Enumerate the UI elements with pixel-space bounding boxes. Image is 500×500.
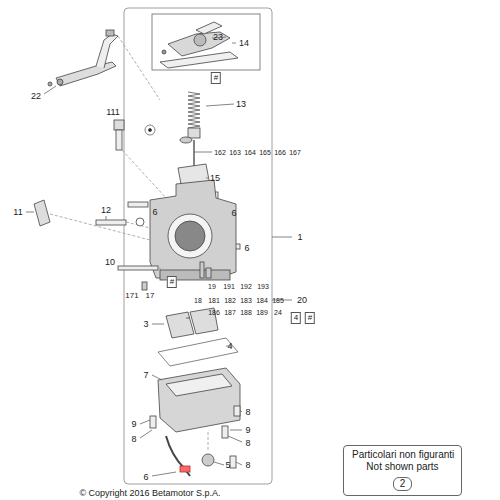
- callout-number: 193: [257, 283, 269, 290]
- spring: [188, 92, 200, 128]
- air-screw: [96, 218, 150, 228]
- callout-number: 163: [229, 149, 241, 156]
- callout-number: 191: [223, 283, 235, 290]
- callout-number: 6: [231, 209, 236, 218]
- box-text: Particolari non figuranti: [352, 449, 453, 461]
- callout-number: 8: [245, 439, 250, 448]
- callout-number: 187: [224, 309, 236, 316]
- callout-number: 4: [227, 342, 232, 351]
- callout-number: 13: [236, 100, 246, 109]
- callout-number: 11: [13, 208, 22, 217]
- callout-number: 7: [143, 371, 148, 380]
- callout-number: 15: [210, 174, 220, 183]
- callout-number: 23: [213, 33, 223, 42]
- callout-number: 8: [131, 435, 136, 444]
- screw: [118, 266, 158, 270]
- callout-number: #: [305, 312, 315, 324]
- callout-number: 184: [256, 297, 268, 304]
- callout-number: 12: [101, 206, 111, 215]
- choke: [34, 200, 50, 226]
- callout-number: 3: [143, 320, 148, 329]
- callout-number: #: [167, 276, 177, 288]
- float-bowl: [158, 368, 240, 432]
- callout-number: 19: [208, 283, 216, 290]
- box-text: Not shown parts: [352, 461, 453, 473]
- callout-number: 6: [244, 244, 249, 253]
- callout-number: 167: [289, 149, 301, 156]
- callout-number: 182: [224, 297, 236, 304]
- callout-number: 18: [194, 297, 202, 304]
- callout-number: 192: [240, 283, 252, 290]
- carburetor-body: [150, 180, 236, 280]
- callout-number: 166: [274, 149, 286, 156]
- callout-number: 22: [31, 92, 41, 101]
- callout-number: 6: [152, 208, 157, 217]
- callout-number: 5: [225, 461, 230, 470]
- idle-screw: [114, 120, 124, 150]
- callout-number: 165: [259, 149, 271, 156]
- cap-box: [152, 14, 260, 70]
- hose: [166, 436, 190, 476]
- callout-number: 181: [208, 297, 220, 304]
- bowl-screws: [150, 406, 240, 468]
- callout-number: 162: [214, 149, 226, 156]
- drain-plug: [202, 454, 214, 466]
- quantity-box: 2: [393, 477, 413, 491]
- callout-number: 171: [125, 292, 138, 300]
- callout-number: 20: [297, 296, 307, 305]
- cable-bracket: [48, 30, 118, 86]
- callout-number: 9: [131, 420, 136, 429]
- callout-number: 164: [244, 149, 256, 156]
- callout-number: 17: [146, 292, 155, 300]
- callout-number: 4: [291, 312, 301, 324]
- callout-number: 183: [240, 297, 252, 304]
- callout-number: 1: [297, 233, 302, 242]
- callout-number: 8: [245, 461, 250, 470]
- callout-number: 185: [272, 297, 284, 304]
- copyright-note: © Copyright 2016 Betamotor S.p.A.: [79, 489, 220, 498]
- callout-number: 188: [240, 309, 252, 316]
- box-text: 2: [400, 478, 406, 490]
- not-shown-parts-box: Particolari non figurantiNot shown parts…: [343, 445, 462, 496]
- callout-number: 14: [239, 39, 249, 48]
- callout-number: 6: [143, 473, 148, 482]
- callout-number: 186: [208, 309, 220, 316]
- callout-number: 24: [274, 309, 282, 316]
- callout-number: #: [211, 72, 221, 84]
- callout-number: 111: [106, 108, 120, 117]
- callout-number: 189: [256, 309, 268, 316]
- callout-number: 8: [245, 408, 250, 417]
- top-cap: [160, 22, 238, 68]
- callout-number: 9: [245, 426, 250, 435]
- callout-number: 10: [105, 258, 115, 267]
- gasket: [158, 338, 238, 366]
